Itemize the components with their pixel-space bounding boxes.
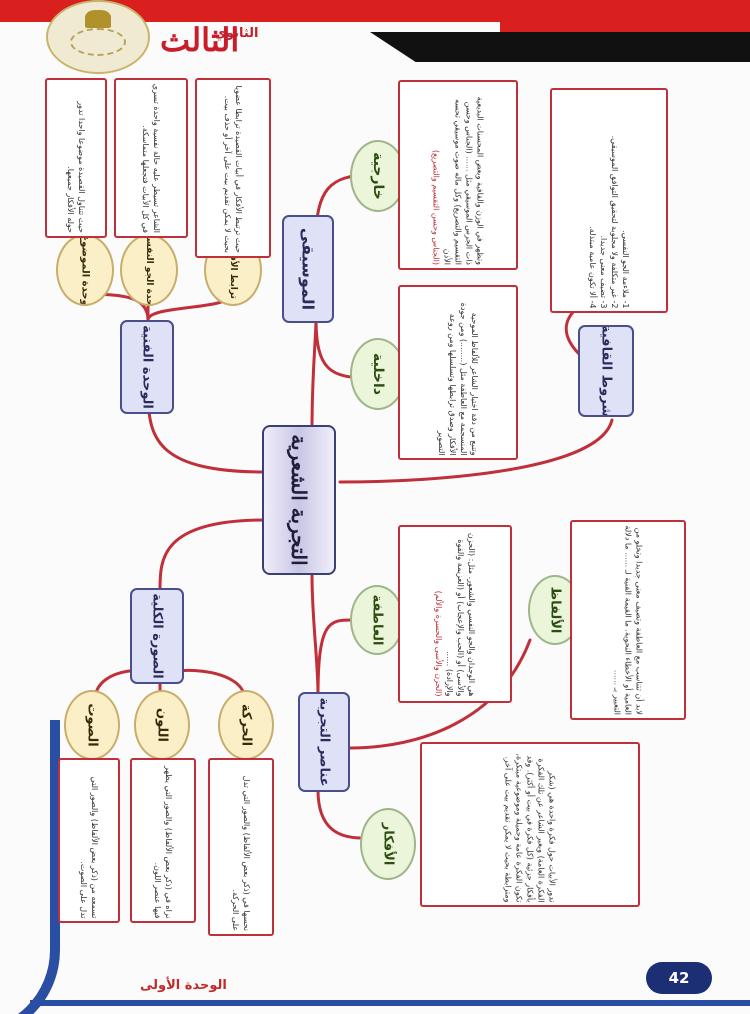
music-label: الموسيقى — [298, 227, 318, 311]
elements-ideas-node: الأفكار — [360, 808, 416, 880]
center-title: التجربة الشعرية — [287, 434, 311, 566]
image-label: الصورة الكلية — [149, 593, 165, 679]
image-color-node: اللون — [134, 690, 190, 760]
music-external-label: خارجية — [370, 152, 386, 200]
header-red-wedge — [500, 22, 750, 34]
elements-ideas-label: الأفكار — [380, 822, 396, 866]
unity-label: الوحدة الفنية — [139, 325, 155, 409]
page-number-badge: 42 — [646, 962, 712, 994]
unity-topic-text: حيث تتناول القصيدة موضوعا واحدا تدور حول… — [66, 101, 86, 233]
unity-ideas-text: حيث ترتبط الأفكار في أبيات القصيدة ترابط… — [223, 85, 243, 253]
image-motion-node: الحركة — [218, 690, 274, 760]
unity-mood-label: وحدة الجو النفسي — [144, 234, 154, 306]
music-internal-label: داخلية — [370, 353, 386, 395]
link-center-image — [158, 518, 267, 592]
image-sound-label: الصوت — [84, 703, 100, 747]
decorative-curve — [0, 720, 60, 1014]
elements-label: عناصر التجربة — [316, 697, 332, 787]
elements-emotion-highlight: (الحزن والأسى والحسرة والألم) — [434, 590, 443, 697]
rhyme-box: 1- ملاءمة الجو النفسي. 2- غير متكلفة ولا… — [550, 88, 668, 313]
unity-mood-node: وحدة الجو النفسي — [120, 234, 178, 306]
grade-title: الثالث — [160, 21, 240, 59]
image-sound-node: الصوت — [64, 690, 120, 760]
elements-ideas-text: تدور الأبيات حول فكرة واحدة هي (شكر الفك… — [503, 752, 557, 902]
elements-emotion-box: هي الوجدان والجو النفسي والشعور. مثل: (ا… — [398, 525, 512, 703]
elements-words-label: الألفاظ — [547, 586, 563, 634]
image-motion-text: نحسها في (ذكر بعض الألفاظ) والصور التي ت… — [231, 775, 251, 931]
elements-words-text: لابد أن تتناسب مع العاطفة وتضيف معنى جدي… — [612, 525, 644, 715]
unity-topic-box: حيث تتناول القصيدة موضوعا واحدا تدور حول… — [45, 78, 107, 238]
image-motion-box: نحسها في (ذكر بعض الألفاظ) والصور التي ت… — [208, 758, 274, 936]
elements-emotion-label: العاطفة — [369, 594, 385, 646]
ministry-logo — [46, 0, 150, 74]
link-elements-emotion — [316, 618, 354, 697]
unity-topic-label: وحدة الموضوع — [79, 234, 91, 306]
unity-topic-node: وحدة الموضوع — [56, 234, 114, 306]
image-color-label: اللون — [154, 708, 170, 742]
elements-emotion-text: هي الوجدان والجو النفسي والشعور. مثل: (ا… — [445, 532, 476, 697]
image-sound-text: تسمعه من (ذكر بعض الألفاظ) والصور التي ت… — [79, 776, 99, 918]
image-node: الصورة الكلية — [130, 588, 184, 684]
header-black-wedge — [370, 32, 750, 62]
music-external-highlight: (الجناس وحسن التقسيم والتصريع) — [431, 149, 441, 265]
image-color-box: نراه في (ذكر بعض الألفاظ) والصور التي يظ… — [130, 758, 196, 923]
rhyme-item-4: 4- ألا تكون عامية مبتذلة. — [588, 225, 597, 308]
header-red-band — [0, 0, 750, 22]
elements-emotion-node: العاطفة — [350, 585, 404, 655]
rhyme-label: شروط القافية — [598, 325, 614, 417]
unity-mood-box: الشاعر تسيطر عليه حالة نفسية واحدة تسري … — [114, 78, 188, 238]
music-external-box: وتظهر في الوزن والقافية وبعض المحسنات ال… — [398, 80, 518, 270]
music-node: الموسيقى — [282, 215, 334, 323]
elements-words-box: لابد أن تتناسب مع العاطفة وتضيف معنى جدي… — [570, 520, 686, 720]
rhyme-item-1: 1- ملاءمة الجو النفسي. — [621, 229, 630, 308]
music-internal-box: وتنبع من دقة اختيار الشاعر للألفاظ الموح… — [398, 285, 518, 460]
unity-node: الوحدة الفنية — [120, 320, 174, 414]
image-sound-box: تسمعه من (ذكر بعض الألفاظ) والصور التي ت… — [58, 758, 120, 923]
image-color-text: نراه في (ذكر بعض الألفاظ) والصور التي يظ… — [153, 765, 173, 918]
decorative-bottom-line — [30, 1000, 750, 1006]
rhyme-item-3: 3- تضيف معنى جديدا. — [599, 234, 608, 308]
rhyme-node: شروط القافية — [578, 325, 634, 417]
unity-ideas-box: حيث ترتبط الأفكار في أبيات القصيدة ترابط… — [195, 78, 271, 258]
image-motion-label: الحركة — [238, 703, 254, 747]
link-elements-words — [348, 638, 532, 750]
unit-title: الوحدة الأولى — [140, 978, 227, 993]
music-external-node: خارجية — [350, 140, 406, 212]
center-node: التجربة الشعرية — [262, 425, 336, 575]
eagle-icon — [85, 10, 111, 28]
link-elements-ideas — [316, 788, 364, 840]
music-internal-text: وتنبع من دقة اختيار الشاعر للألفاظ الموح… — [437, 302, 479, 455]
rhyme-item-2: 2- غير متكلفة ولا مجلوبة لتحقيق التوافق … — [610, 135, 619, 308]
unity-mood-text: الشاعر تسيطر عليه حالة نفسية واحدة تسري … — [141, 83, 161, 233]
logo-ring — [70, 28, 126, 56]
link-center-rhyme — [338, 418, 614, 484]
music-external-text: وتظهر في الوزن والقافية وبعض المحسنات ال… — [442, 96, 485, 265]
elements-ideas-box: تدور الأبيات حول فكرة واحدة هي (شكر الفك… — [420, 742, 640, 907]
grade-subtitle: الثانوي — [214, 26, 259, 41]
elements-node: عناصر التجربة — [298, 692, 350, 792]
